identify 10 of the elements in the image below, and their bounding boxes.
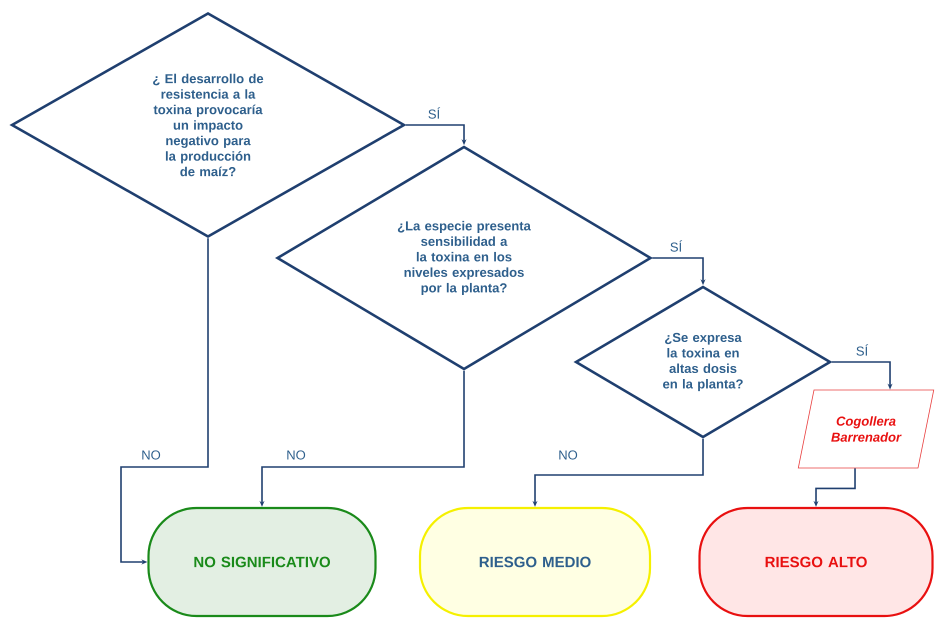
edge-label: SÍ: [426, 106, 442, 120]
data-parallelogram: Cogollera Barrenador: [798, 390, 934, 468]
edge-label: NO: [557, 449, 579, 461]
outcome-terminal: RIESGO MEDIO: [418, 506, 652, 618]
outcome-terminal: NO SIGNIFICATIVO: [147, 506, 377, 618]
edge-label: NO: [285, 449, 307, 461]
edge-label: SÍ: [854, 343, 870, 357]
outcome-terminal: RIESGO ALTO: [698, 506, 934, 618]
edge-label: SÍ: [668, 239, 684, 253]
edge-label: NO: [140, 449, 162, 461]
